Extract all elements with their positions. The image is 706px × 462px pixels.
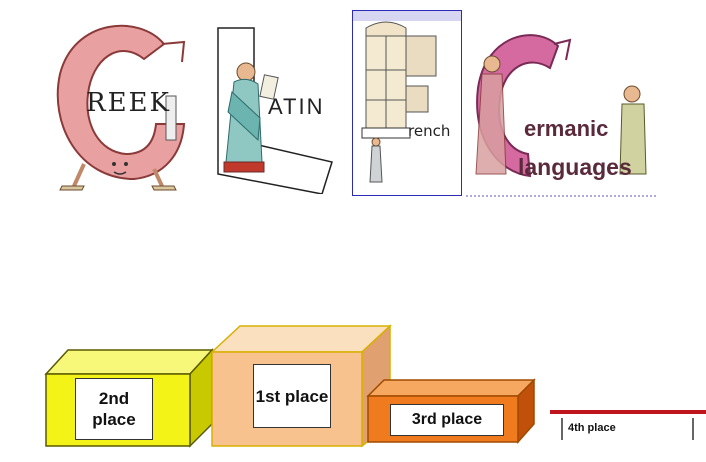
germanic-letter-g-drawing [466,34,656,197]
latin-text: ATIN [268,94,325,119]
podium: 2nd place 1st place 3rd place 4th place [0,300,706,462]
greek-text: REEK [86,88,171,118]
latin-illustration: ATIN [204,22,344,194]
greek-illustration: REEK [44,14,204,196]
french-text: rench [408,122,451,140]
first-place-label: 1st place [253,364,331,428]
fourth-place-line [550,410,706,440]
germanic-text-line1: ermanic [524,116,609,141]
second-place-label: 2nd place [75,378,153,440]
germanic-text-line2: languages [518,154,632,180]
third-place-label: 3rd place [390,404,504,436]
french-letter-f-drawing [352,10,462,196]
latin-letter-l-drawing [217,27,333,194]
germanic-illustration: ermanic languages [466,24,656,198]
fourth-place-label: 4th place [568,422,616,434]
greek-letter-g-drawing [56,24,186,191]
french-illustration: rench [352,10,462,196]
